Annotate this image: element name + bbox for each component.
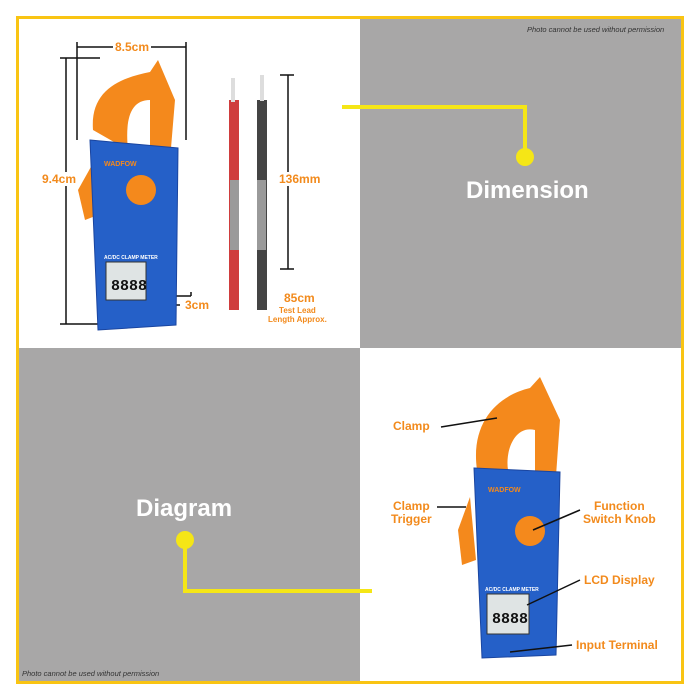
- lead-note-line1: Test Lead: [279, 306, 316, 315]
- label-input-terminal: Input Terminal: [576, 638, 658, 652]
- depth-label: 3cm: [185, 298, 210, 312]
- panel-bottom-left: [19, 348, 360, 681]
- label-knob-line2: Switch Knob: [583, 512, 656, 526]
- lead-length-label: 85cm: [284, 291, 315, 305]
- label-trigger-line2: Trigger: [391, 512, 432, 526]
- label-clamp: Clamp: [393, 419, 430, 433]
- label-knob-line1: Function: [594, 499, 645, 513]
- width-label: 8.5cm: [113, 40, 152, 54]
- watermark-top: Photo cannot be used without permission: [527, 25, 665, 34]
- panel-top-right: [360, 19, 681, 348]
- clamp-meter-top: AC/DC CLAMP METER 8888 WADFOW: [78, 60, 179, 331]
- label-trigger-line1: Clamp: [393, 499, 430, 513]
- lead-note-line2: Length Approx.: [268, 315, 327, 324]
- diagram-title: Diagram: [136, 495, 233, 522]
- model-text-bottom: AC/DC CLAMP METER: [485, 587, 539, 593]
- connector-top: [342, 105, 527, 157]
- label-function-knob: Function Switch Knob: [583, 500, 656, 526]
- lcd-readout-bottom: 8888: [492, 611, 528, 628]
- yellow-frame: [16, 16, 684, 684]
- test-leads: [229, 75, 267, 310]
- model-text-top: AC/DC CLAMP METER: [104, 255, 158, 261]
- watermark-bottom: Photo cannot be used without permission: [22, 669, 160, 678]
- connector-bottom: [183, 540, 372, 593]
- label-lcd-display: LCD Display: [584, 573, 655, 587]
- probe-length-label: 136mm: [279, 172, 321, 186]
- connector-dot-top: [516, 148, 534, 166]
- lead-note: Test Lead Length Approx.: [268, 306, 327, 324]
- lcd-readout-top: 8888: [111, 278, 147, 295]
- label-clamp-trigger: Clamp Trigger: [391, 500, 432, 526]
- clamp-meter-bottom: AC/DC CLAMP METER 8888 WADFOW: [458, 377, 561, 659]
- height-label: 9.4cm: [42, 172, 77, 186]
- brand-logo-bottom: WADFOW: [488, 487, 521, 494]
- brand-logo-top: WADFOW: [104, 161, 137, 168]
- callout-lines: [437, 417, 581, 653]
- connector-dot-bottom: [176, 531, 194, 549]
- dimension-title: Dimension: [466, 177, 589, 204]
